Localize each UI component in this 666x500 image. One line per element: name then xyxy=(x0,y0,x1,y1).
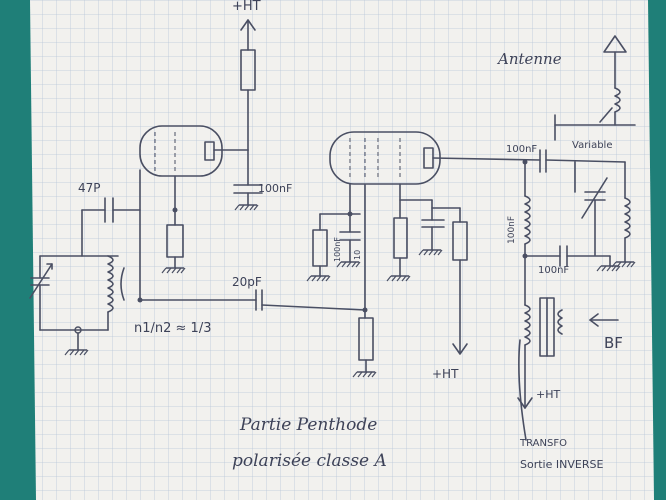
ht-right-label: +HT xyxy=(536,388,560,401)
title-line-2: polarisée classe A xyxy=(232,451,387,471)
transfo-label: TRANSFO xyxy=(519,438,567,449)
cap-47p-label: 47P xyxy=(78,181,101,195)
ht-bottom-label: +HT xyxy=(432,367,459,381)
top-ht-branch xyxy=(213,19,263,211)
right-tuned-circuit xyxy=(574,161,636,268)
plate-line xyxy=(432,149,626,197)
plate-choke xyxy=(522,195,621,272)
variable-label: Variable xyxy=(572,140,613,151)
output-transformer xyxy=(517,255,619,441)
cap-20pf-label: 20pF xyxy=(232,275,262,289)
turns-ratio-label: n1/n2 ≈ 1/3 xyxy=(134,321,211,336)
title-line-1: Partie Penthode xyxy=(239,415,377,435)
transfo-subtitle-label: Sortie INVERSE xyxy=(520,458,603,471)
cap-100nf-cathode-label: 100nF xyxy=(333,237,342,262)
cap-100nf-bottom-label: 100nF xyxy=(538,265,569,276)
cap-100nf-right-top-label: 100nF xyxy=(506,144,537,155)
pentode-grid-resistor xyxy=(352,184,377,378)
input-tuned-circuit xyxy=(29,169,141,356)
top-ht-label: +HT xyxy=(232,0,261,14)
cap-10-label: 10 xyxy=(353,250,362,260)
screen-grid-network xyxy=(386,183,468,355)
coupling-20pf xyxy=(137,289,368,313)
bf-label: BF xyxy=(604,334,623,352)
paper-grid xyxy=(30,0,654,500)
antenna-label: Antenne xyxy=(496,50,562,68)
antenna xyxy=(554,35,636,141)
cathode-network xyxy=(306,183,361,282)
left-tube-grid-resistor xyxy=(161,175,186,274)
cap-vertical-100nf-label: 100nF xyxy=(507,216,517,244)
cap-100nf-top-label: 100nF xyxy=(258,182,292,195)
left-tube xyxy=(139,125,223,177)
